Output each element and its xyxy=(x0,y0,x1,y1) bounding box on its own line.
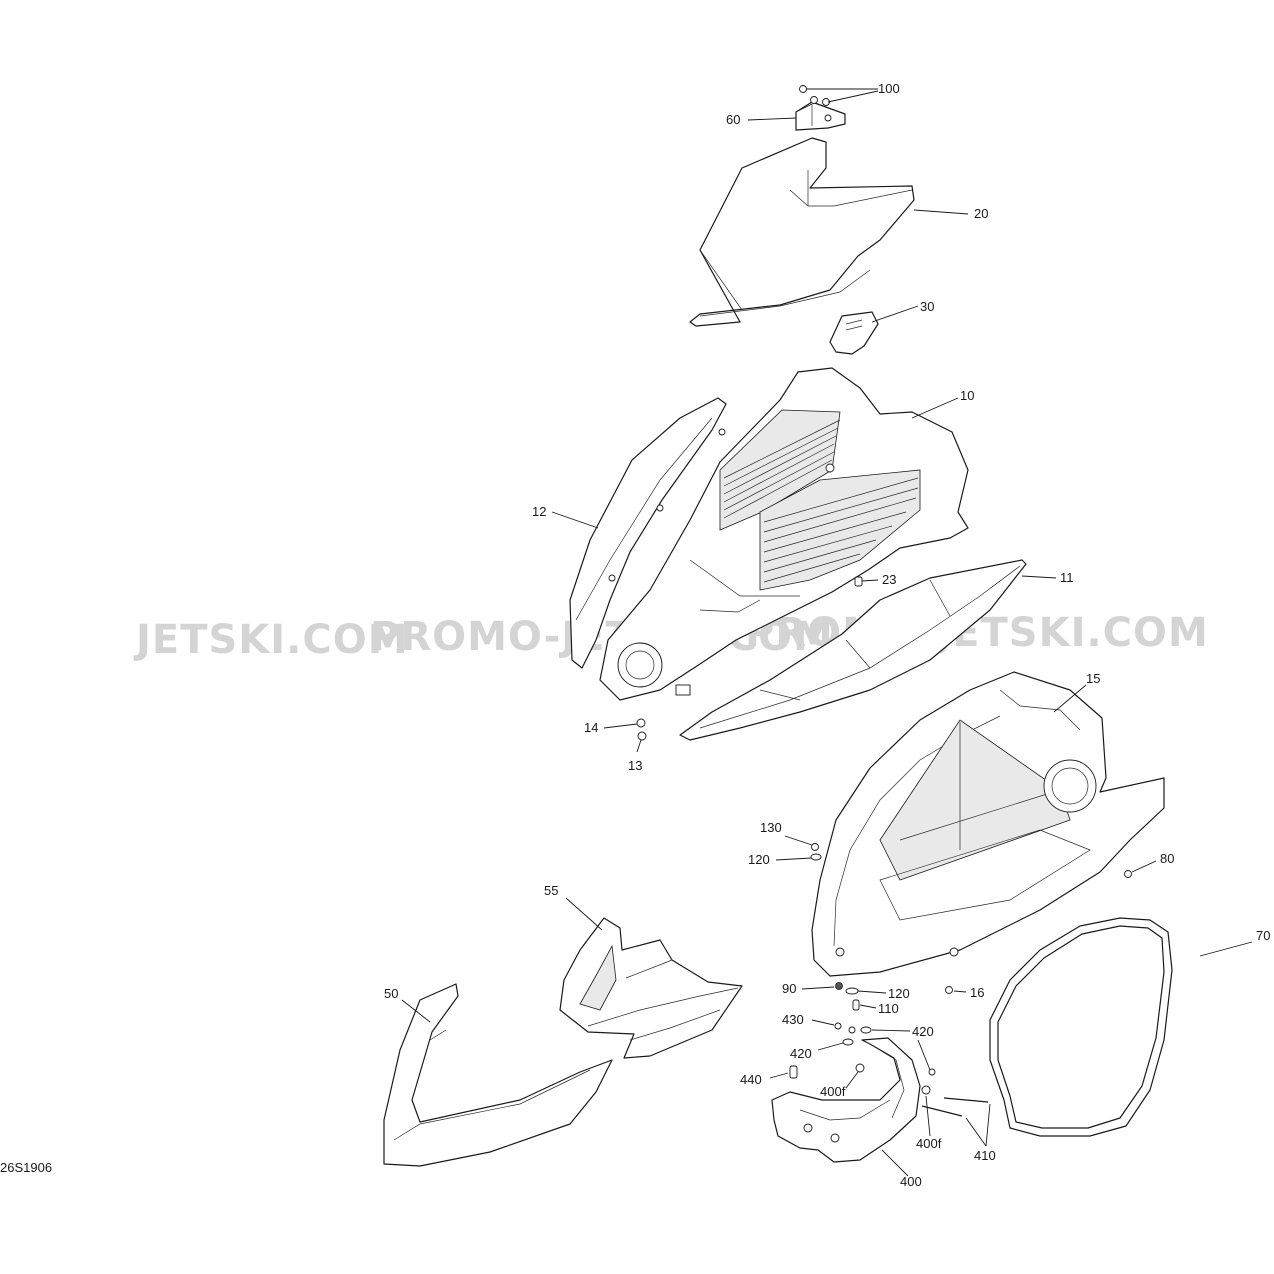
callout-20: 20 xyxy=(974,206,988,221)
callout-80: 80 xyxy=(1160,851,1174,866)
part-10-upper-deck xyxy=(599,367,969,701)
callout-120-a: 120 xyxy=(748,852,770,867)
callout-420-a: 420 xyxy=(790,1046,812,1061)
callout-400f-a: 400f xyxy=(820,1084,846,1099)
callout-50: 50 xyxy=(384,986,398,1001)
callout-11: 11 xyxy=(1060,570,1074,585)
callout-10: 10 xyxy=(960,388,974,403)
callout-55: 55 xyxy=(544,883,558,898)
callout-400f-b: 400f xyxy=(916,1136,942,1151)
callout-labels: 100 60 20 30 10 12 23 11 14 13 15 130 12… xyxy=(384,81,1270,1189)
callout-13: 13 xyxy=(628,758,642,773)
watermark-jetski: JETSKI.COM xyxy=(133,617,409,663)
callout-60: 60 xyxy=(726,112,740,127)
hardware-130-120 xyxy=(810,843,822,861)
callout-100: 100 xyxy=(878,81,900,96)
part-20-top-panel xyxy=(689,137,915,327)
callout-15: 15 xyxy=(1086,671,1100,686)
callout-400: 400 xyxy=(900,1174,922,1189)
hardware-430-420-440-400f xyxy=(789,1022,936,1095)
callout-110: 110 xyxy=(878,1001,899,1016)
hardware-14-13 xyxy=(636,718,647,741)
callout-130: 130 xyxy=(760,820,782,835)
callout-430: 430 xyxy=(782,1012,804,1027)
callout-23: 23 xyxy=(882,572,896,587)
callout-440: 440 xyxy=(740,1072,762,1087)
callout-14: 14 xyxy=(584,720,598,735)
hardware-90-120-110-16 xyxy=(835,982,953,1011)
callout-30: 30 xyxy=(920,299,934,314)
callout-120-b: 120 xyxy=(888,986,910,1001)
callout-12: 12 xyxy=(532,504,546,519)
part-23-pin xyxy=(854,576,863,587)
part-11-side-panel xyxy=(675,559,1027,741)
part-50-nose-cap xyxy=(383,983,613,1167)
diagram-code: 26S1906 xyxy=(0,1160,52,1175)
part-410-rods xyxy=(921,1097,989,1117)
part-12-side-trim xyxy=(569,397,727,669)
callout-90: 90 xyxy=(782,981,796,996)
part-60-bracket xyxy=(795,85,846,131)
leader-lines xyxy=(401,88,1253,1177)
callout-410: 410 xyxy=(974,1148,996,1163)
part-15-storage-bin xyxy=(811,671,1165,977)
part-70-gasket xyxy=(989,917,1173,1137)
hardware-80 xyxy=(1124,870,1132,878)
part-30-latch xyxy=(829,311,879,355)
callout-420-b: 420 xyxy=(912,1024,934,1039)
part-55-vent-trim xyxy=(559,917,743,1059)
part-400-support-bracket xyxy=(771,1037,921,1163)
callout-16: 16 xyxy=(970,985,984,1000)
callout-70: 70 xyxy=(1256,928,1270,943)
